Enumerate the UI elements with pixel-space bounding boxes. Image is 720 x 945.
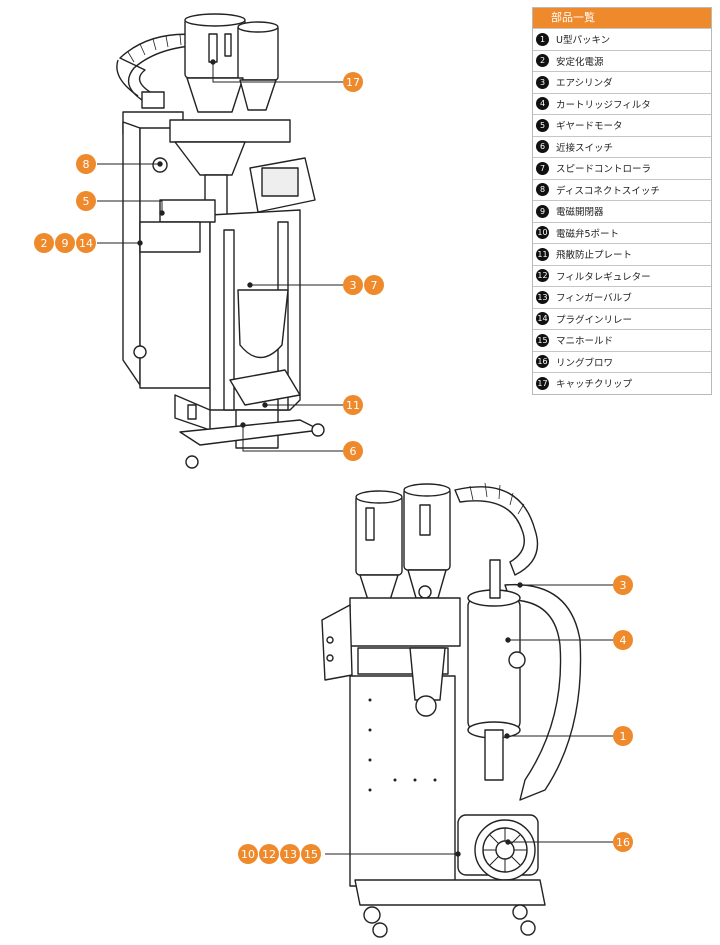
callout-badge: 13 [280,844,300,864]
callout-badge: 3 [343,275,363,295]
legend-item-label: スピードコントローラ [556,164,652,176]
callout-8: 8 [76,154,96,174]
front-view-machine [116,13,325,469]
legend-item: 16 リングブロワ [533,350,711,373]
callout-badge: 9 [55,233,75,253]
callout-5: 5 [76,191,96,211]
legend-item-number: 5 [536,118,549,132]
legend-item-number: 7 [536,161,549,175]
legend-item-number: 4 [536,97,549,111]
rear-view-machine [321,482,582,938]
legend-item: 15 マニホールド [533,329,711,351]
legend-item-label: U型パッキン [556,35,611,47]
legend-item-number: 9 [536,204,549,218]
legend-item-label: フィルタレギュレター [556,271,651,283]
legend-item-number: 10 [536,226,549,240]
legend-item-label: 近接スイッチ [556,142,614,154]
legend-item-number: 8 [536,183,549,197]
legend-item-number: 14 [536,312,549,326]
legend-item: 6 近接スイッチ [533,135,711,158]
legend-item-number: 15 [536,333,549,347]
callout-badge: 16 [613,832,633,852]
legend-item-number: 6 [536,140,549,154]
legend-title: 部品一覧 [533,8,711,28]
legend-item-label: 安定化電源 [556,56,604,68]
legend-item: 13 フィンガーバルブ [533,286,711,308]
legend-rows: 1 U型パッキン 2 安定化電源 3 エアシリンダ 4 カートリッジフィルタ 5 ギヤードモータ 6… [533,28,711,394]
callout-badge: 8 [76,154,96,174]
legend-item: 4 カートリッジフィルタ [533,92,711,115]
callout-badge: 14 [76,233,96,253]
legend-item: 2 安定化電源 [533,49,711,72]
callout-badge: 1 [613,726,633,746]
legend-item-number: 11 [536,247,549,261]
callout-badge: 11 [343,395,363,415]
legend-item-number: 17 [536,376,549,390]
callout-badge: 4 [613,630,633,650]
legend-item: 17 キャッチクリップ [533,372,711,394]
callout-badge: 3 [613,575,633,595]
callout-badge: 6 [343,441,363,461]
legend-item-label: フィンガーバルブ [556,293,632,305]
legend-item: 7 スピードコントローラ [533,157,711,179]
legend-item-label: ディスコネクトスイッチ [556,185,660,197]
legend-item: 1 U型パッキン [533,28,711,50]
legend-item: 8 ディスコネクトスイッチ [533,178,711,201]
callout-rear-4: 4 [613,630,633,650]
leader-lines-front [97,59,343,452]
callout-6: 6 [343,441,363,461]
callout-badge: 15 [301,844,321,864]
legend-item: 10 電磁弁5ポート [533,221,711,244]
callout-badge: 12 [259,844,279,864]
legend-item-label: リングブロワ [556,357,614,369]
legend-item-number: 2 [536,54,549,68]
legend-item-number: 16 [536,355,549,369]
callout-rear-1: 1 [613,726,633,746]
legend-item-label: 飛散防止プレート [556,250,633,262]
callout-rear-16: 16 [613,832,633,852]
legend-item: 11 飛散防止プレート [533,243,711,265]
legend-item-label: マニホールド [556,336,614,348]
legend-item-label: 電磁開閉器 [556,207,604,219]
legend-item-number: 1 [536,32,549,46]
legend-item-number: 3 [536,75,549,89]
legend-item-label: ギヤードモータ [556,121,623,133]
legend-item: 12 フィルタレギュレター [533,264,711,287]
leader-lines-rear [325,582,613,857]
callout-badge: 5 [76,191,96,211]
legend-item-label: 電磁弁5ポート [556,228,620,240]
callout-badge: 7 [364,275,384,295]
legend-item: 9 電磁開閉器 [533,200,711,222]
legend-item-label: エアシリンダ [556,78,613,90]
callout-17: 17 [343,72,363,92]
callout-badge: 10 [238,844,258,864]
legend-item-number: 13 [536,290,549,304]
callout-rear-3: 3 [613,575,633,595]
parts-legend: 部品一覧 1 U型パッキン 2 安定化電源 3 エアシリンダ 4 カートリッジフィルタ 5 ギヤー… [532,7,712,395]
legend-item: 3 エアシリンダ [533,71,711,93]
legend-item: 5 ギヤードモータ [533,114,711,136]
callout-11: 11 [343,395,363,415]
callout-badge: 2 [34,233,54,253]
legend-item: 14 プラグインリレー [533,307,711,330]
legend-item-number: 12 [536,269,549,283]
callout-badge: 17 [343,72,363,92]
legend-item-label: プラグインリレー [556,314,633,326]
legend-item-label: カートリッジフィルタ [556,99,651,111]
legend-item-label: キャッチクリップ [556,379,633,391]
